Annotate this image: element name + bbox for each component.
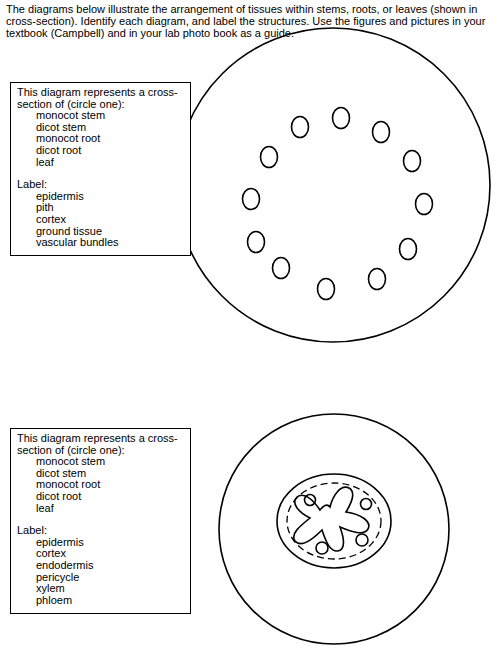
option-text: pith — [17, 202, 184, 214]
option-text: epidermis — [17, 191, 184, 203]
option-text: monocot root — [17, 479, 184, 491]
stem-outline — [176, 28, 490, 342]
question-box: This diagram represents a cross-section … — [10, 428, 191, 614]
option-text: monocot stem — [17, 456, 184, 468]
question-text: This diagram represents a cross-section … — [17, 87, 184, 110]
section-heading: Label: — [17, 179, 184, 191]
xylem-star — [294, 487, 369, 551]
option-text: pericycle — [17, 572, 184, 584]
endodermis-ring — [277, 474, 391, 568]
option-text: monocot root — [17, 133, 184, 145]
option-text: dicot stem — [17, 468, 184, 480]
option-text: endodermis — [17, 560, 184, 572]
option-text: dicot root — [17, 145, 184, 157]
option-text: leaf — [17, 157, 184, 169]
phloem-circles — [305, 495, 372, 555]
option-text: monocot stem — [17, 110, 184, 122]
option-text: cortex — [17, 214, 184, 226]
option-text: ground tissue — [17, 226, 184, 238]
option-text: leaf — [17, 503, 184, 515]
option-text: dicot root — [17, 491, 184, 503]
option-text: phloem — [17, 595, 184, 607]
question-box: This diagram represents a cross-section … — [10, 82, 191, 256]
vascular-bundles — [243, 108, 433, 300]
option-text: cortex — [17, 548, 184, 560]
root-outline — [219, 414, 449, 644]
option-text: vascular bundles — [17, 237, 184, 249]
option-text: dicot stem — [17, 122, 184, 134]
question-text: This diagram represents a cross-section … — [17, 433, 184, 456]
pericycle-ring — [287, 483, 381, 559]
option-text: epidermis — [17, 537, 184, 549]
section-heading: Label: — [17, 525, 184, 537]
option-text: xylem — [17, 583, 184, 595]
instructions-text: The diagrams below illustrate the arrang… — [6, 3, 486, 39]
